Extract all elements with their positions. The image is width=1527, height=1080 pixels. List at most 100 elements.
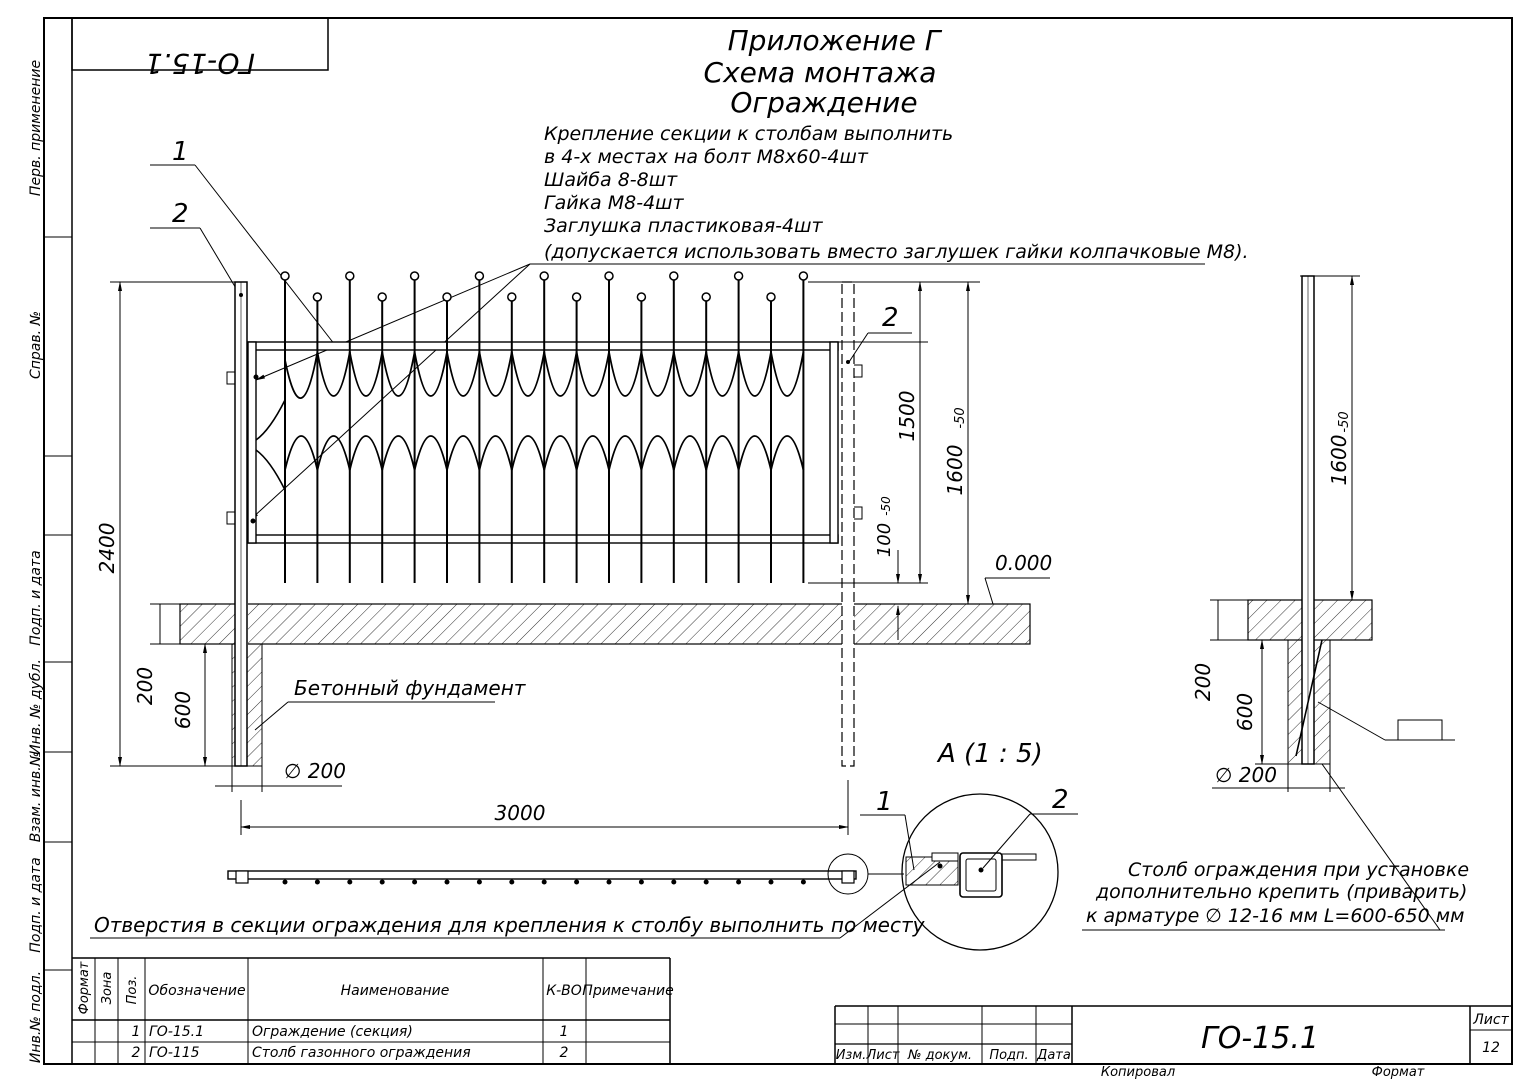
picket-ball (507, 292, 517, 302)
picket-ball (604, 271, 614, 281)
detail-callout-1: 1 (876, 787, 893, 817)
arch-lower (705, 435, 740, 471)
plan-picket-dot (282, 879, 288, 885)
stamp-mirrored: ГО-15.1 (145, 47, 255, 80)
ground-slab (179, 603, 1031, 645)
plan-picket-dot (703, 879, 709, 885)
side-label-2: Справ. № (28, 311, 44, 379)
plan-picket-dot (444, 879, 450, 885)
tb-code: ГО-15.1 (1201, 1021, 1319, 1056)
arch-upper (510, 351, 546, 397)
arch-lower (348, 435, 384, 471)
plan-picket-dot (736, 879, 742, 885)
tb-col-izm: Изм. (836, 1048, 867, 1063)
arch-lower (446, 435, 481, 471)
picket-ball (377, 292, 387, 302)
tb-col-doc: № докум. (907, 1048, 972, 1063)
side-dim-600: 600 (1233, 693, 1257, 731)
arch-lower (575, 435, 610, 471)
arch-lower (381, 435, 416, 471)
dims-main: 2400 200 600 ∅ 200 3000 1500 1600 -50 10… (95, 281, 1052, 835)
arch-lower (770, 435, 805, 471)
arch-upper (478, 351, 513, 397)
spec-row-code: ГО-115 (149, 1045, 200, 1061)
side-label-5: Взам. инв.№ (28, 752, 44, 843)
arch-upper (770, 351, 805, 397)
dim-100: 100 (874, 523, 895, 557)
plan-picket-dot (412, 879, 418, 885)
arch-upper (672, 351, 708, 397)
plan-picket-dot (476, 879, 482, 885)
post-right (841, 281, 855, 767)
holes-note: Отверстия в секции ограждения для крепле… (94, 913, 926, 937)
arch-upper (737, 351, 772, 397)
title-line-1: Приложение Г (728, 24, 943, 57)
spec-header-code: Обозначение (148, 983, 245, 999)
arch-lower (543, 435, 578, 471)
post-note-2: дополнительно крепить (приварить) (1095, 881, 1467, 903)
arch-lower (478, 435, 513, 471)
plan-view (227, 853, 869, 895)
side-dim-1600: 1600 (1327, 435, 1351, 486)
picket-ball (474, 271, 485, 281)
spec-row-pos: 1 (132, 1024, 141, 1040)
note-line: Гайка М8-4шт (544, 192, 685, 214)
plan-picket-dot (638, 879, 644, 885)
plan-picket-dot (606, 879, 612, 885)
stamp-box (71, 17, 329, 71)
foundation-label: Бетонный фундамент (294, 676, 527, 700)
arch-lower (737, 435, 772, 471)
spec-header-name: Наименование (341, 983, 450, 999)
post-note-1: Столб ограждения при установке (1128, 859, 1469, 881)
arch-upper (543, 351, 578, 397)
spec-header-format: Формат (77, 961, 92, 1014)
picket-ball (442, 292, 452, 302)
side-dim-1600-tol: -50 (1337, 411, 1352, 432)
picket-ball (798, 271, 809, 281)
picket-ball (539, 271, 549, 281)
picket-ball (636, 292, 647, 302)
section-top-rail (247, 341, 839, 351)
tb-copied: Копировал (1101, 1065, 1175, 1080)
picket-ball (345, 271, 355, 281)
dim-3000: 3000 (495, 801, 546, 825)
picket-ball (280, 271, 290, 281)
plan-picket-dot (671, 879, 677, 885)
dim-600: 600 (171, 691, 195, 729)
arch-upper (640, 351, 675, 397)
arch-lower (510, 435, 546, 471)
spec-header-note: Примечание (582, 983, 673, 999)
spec-header-qty: К-ВО (546, 983, 582, 999)
side-label-6: Подп. и дата (28, 857, 44, 952)
tb-sheet-label: Лист (1472, 1012, 1509, 1028)
post-note-3: к арматуре ∅ 12-16 мм L=600-650 мм (1086, 905, 1464, 927)
plan-picket-dot (314, 879, 320, 885)
level-mark: 0.000 (995, 551, 1052, 575)
note-line: Крепление секции к столбам выполнить (544, 123, 953, 145)
arch-upper (381, 351, 416, 397)
arch-upper (446, 351, 481, 397)
arch-lower (672, 435, 708, 471)
arch-upper (705, 351, 740, 397)
picket-ball (669, 271, 679, 281)
spec-header-zone: Зона (100, 972, 115, 1005)
arch-upper (316, 351, 351, 397)
plan-picket-dot (768, 879, 774, 885)
dim-dia-200: ∅ 200 (284, 759, 346, 783)
dim-1500: 1500 (895, 391, 919, 442)
tb-col-sign: Подп. (989, 1048, 1028, 1063)
plan-picket-dot (347, 879, 353, 885)
fence-pickets (255, 271, 809, 583)
arch-upper (413, 351, 448, 397)
picket-ball (766, 292, 776, 302)
spec-row-name: Ограждение (секция) (252, 1024, 413, 1040)
arch-lower (413, 435, 448, 471)
note-line: (допускается использовать вместо заглуше… (544, 241, 1249, 263)
side-dim-dia-200: ∅ 200 (1215, 763, 1277, 787)
dim-200: 200 (133, 667, 157, 705)
side-dim-200: 200 (1191, 663, 1215, 701)
picket-ball (571, 292, 582, 302)
arch-upper (348, 351, 384, 397)
side-label-3: Подп. и дата (28, 550, 44, 645)
